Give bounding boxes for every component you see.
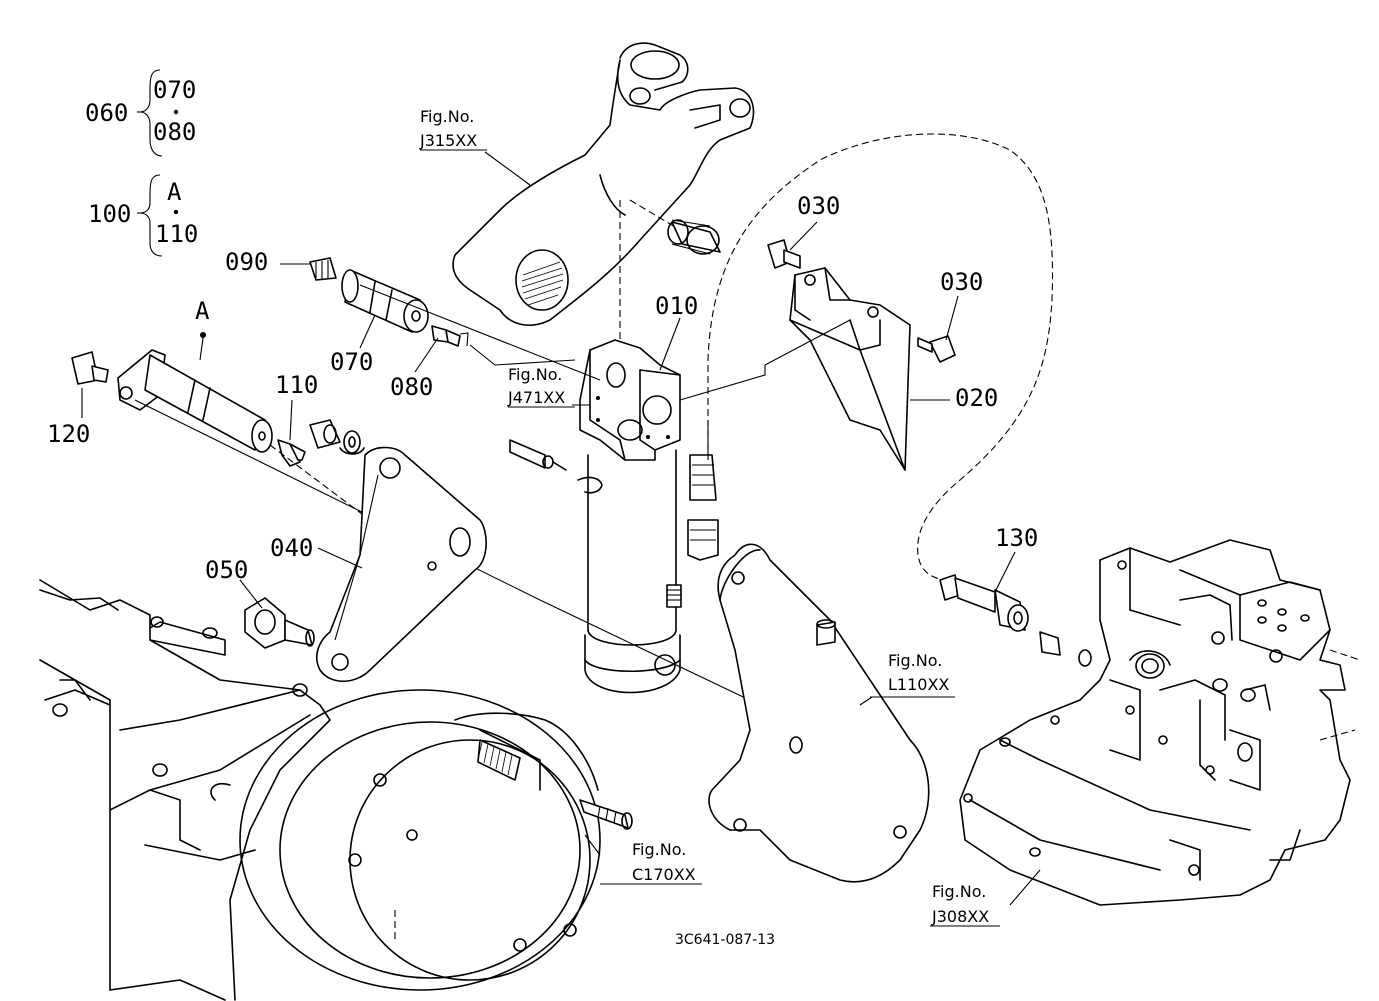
- callout-010: 010: [655, 292, 698, 320]
- pin-070: [341, 269, 429, 333]
- callout-070: 070: [330, 348, 373, 376]
- fig-ref-label: Fig.No.: [632, 840, 686, 859]
- group-100-to: 110: [155, 220, 198, 248]
- drawing-code: 3C641-087-13: [675, 932, 775, 948]
- breather-fitting: [509, 439, 603, 494]
- spacer-washers: [309, 419, 365, 455]
- bolt-090: [280, 257, 337, 281]
- group-bracket-060: [137, 69, 179, 157]
- cylinder-cover-020: [789, 267, 911, 471]
- group-100-parent: 100: [88, 200, 131, 228]
- fig-ref-J471XX: Fig.No. J471XX: [507, 365, 575, 408]
- callout-A: A: [195, 297, 210, 325]
- callout-030-lower: 030: [940, 268, 983, 296]
- fig-ref-code: J471XX: [507, 388, 565, 407]
- callout-120: 120: [47, 420, 90, 448]
- callout-130: 130: [995, 524, 1038, 552]
- bolt-030-lower: [917, 335, 956, 363]
- fig-ref-label: Fig.No.: [888, 651, 942, 670]
- brake-housing-ring: [239, 689, 633, 991]
- fig-ref-J308XX: Fig.No. J308XX: [930, 882, 1000, 927]
- lift-arm-outline: [452, 42, 755, 345]
- hydraulic-valve-body: [959, 539, 1361, 906]
- quick-coupler-130: [939, 574, 1092, 667]
- grease-nipple-080: [431, 325, 469, 347]
- hydraulic-hose-route: [707, 133, 1054, 581]
- side-plate-L110XX: [708, 543, 930, 883]
- callout-020: 020: [955, 384, 998, 412]
- bolt-030-upper: [767, 239, 801, 269]
- fitting-050: [244, 597, 315, 649]
- grease-nipple-110: [277, 439, 306, 467]
- lift-cylinder-010: [579, 339, 682, 694]
- fig-ref-code: L110XX: [888, 675, 949, 694]
- callout-030-upper: 030: [797, 192, 840, 220]
- fig-ref-J315XX: Fig.No. J315XX: [419, 107, 487, 151]
- callout-080: 080: [390, 373, 433, 401]
- leader-lines: [81, 151, 1041, 906]
- group-100-from: A: [167, 178, 182, 206]
- brake-spring: [477, 741, 513, 776]
- fig-ref-code: C170XX: [632, 865, 696, 884]
- fig-ref-C170XX: Fig.No. C170XX: [600, 840, 702, 885]
- fig-ref-label: Fig.No.: [932, 882, 986, 901]
- bushing: [667, 219, 721, 255]
- hydraulic-hose-fitting: [687, 420, 719, 561]
- fig-ref-L110XX: Fig.No. L110XX: [870, 651, 955, 698]
- fig-ref-label: Fig.No.: [508, 365, 562, 384]
- callout-090: 090: [225, 248, 268, 276]
- transmission-housing: [39, 579, 331, 1001]
- fig-ref-code: J308XX: [931, 907, 989, 926]
- callout-040: 040: [270, 534, 313, 562]
- fig-ref-code: J315XX: [419, 131, 477, 150]
- fig-ref-label: Fig.No.: [420, 107, 474, 126]
- callout-050: 050: [205, 556, 248, 584]
- group-060-from: 070: [153, 76, 196, 104]
- spline-hatch: [521, 261, 564, 306]
- callout-110: 110: [275, 371, 318, 399]
- bolt-120: [71, 351, 109, 385]
- group-060-to: 080: [153, 118, 196, 146]
- group-bracket-100: [137, 174, 179, 257]
- group-060-parent: 060: [85, 99, 128, 127]
- bracket-040: [315, 446, 487, 682]
- pin-A: [117, 332, 273, 453]
